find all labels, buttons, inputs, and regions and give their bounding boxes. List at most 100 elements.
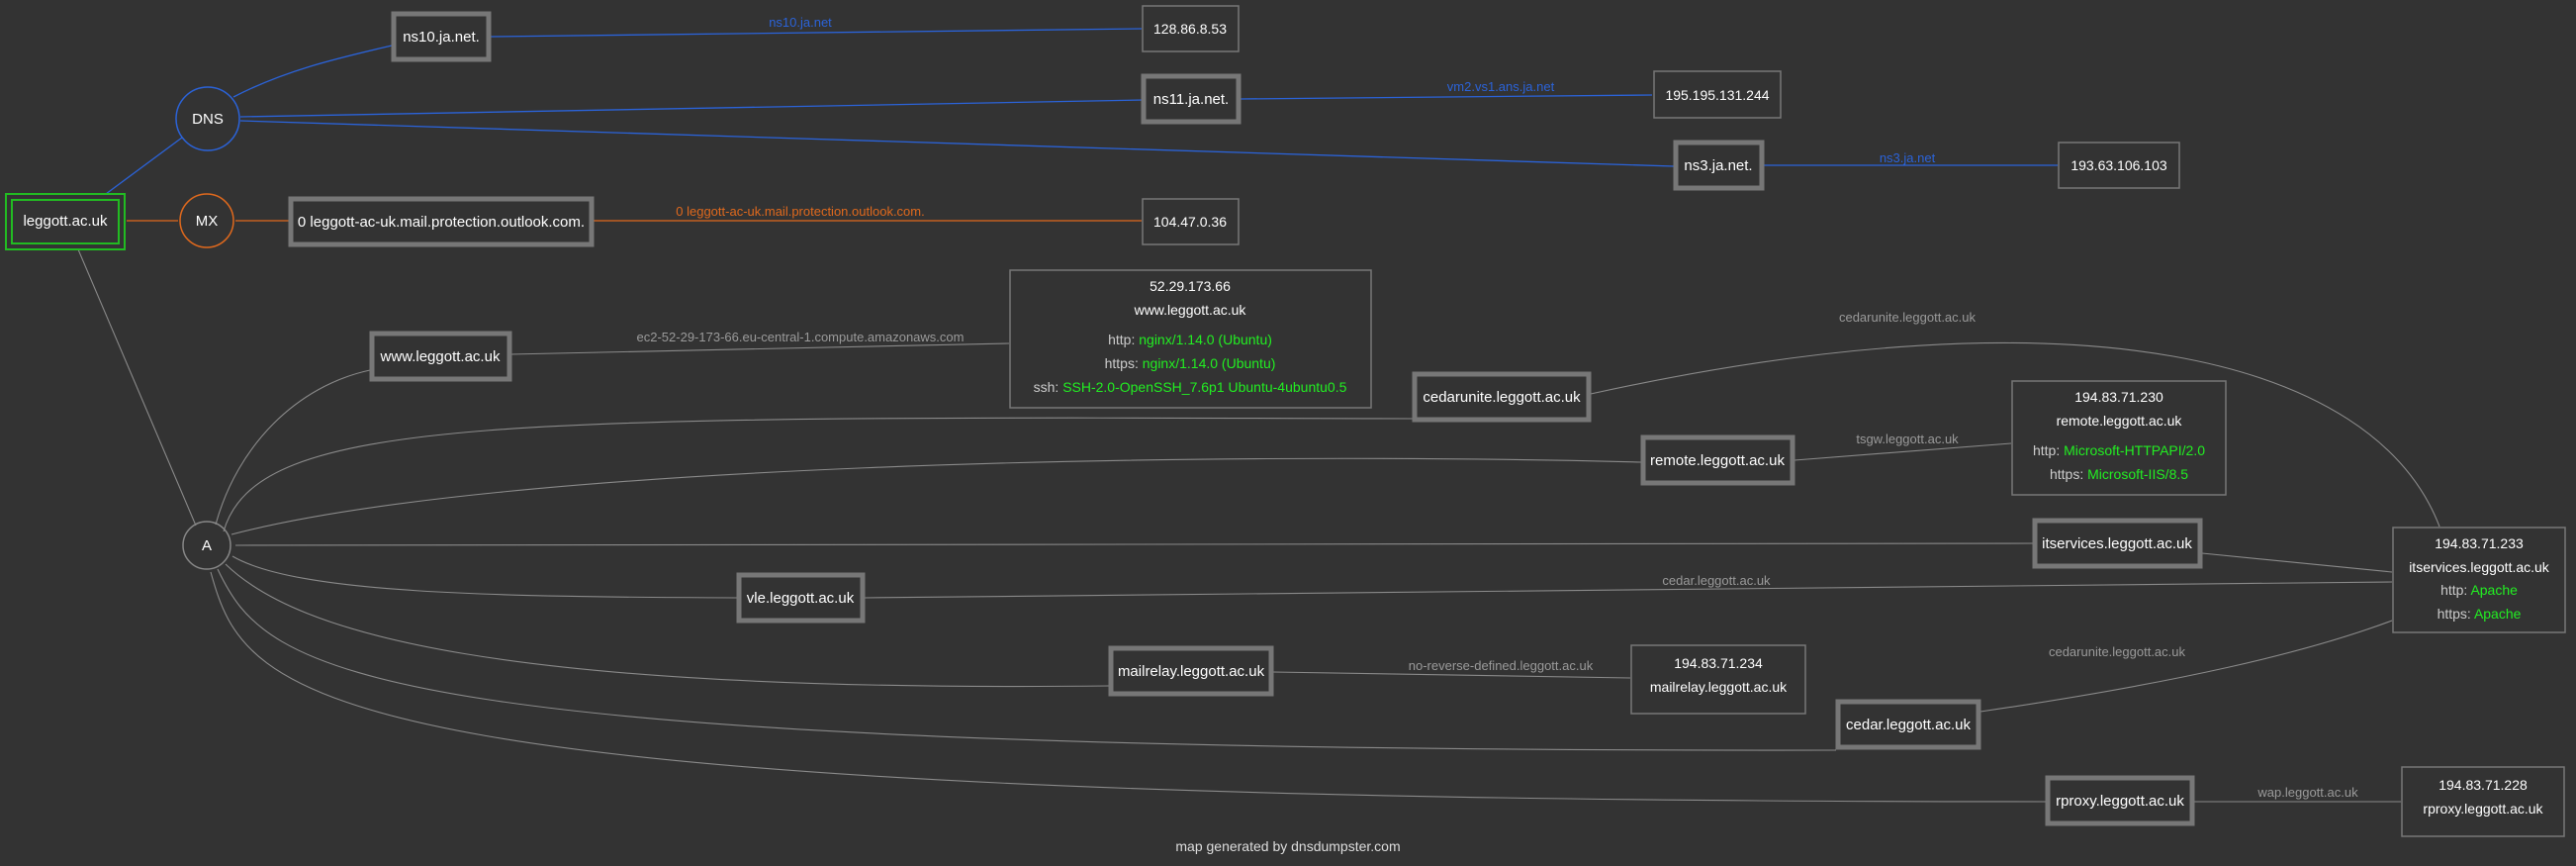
www-ip-box[interactable] [1009, 269, 1372, 409]
hub-dns-circle [175, 86, 240, 151]
edge-dns-ns11 [239, 99, 1146, 118]
mailrelay-ip-address: 194.83.71.234 [1674, 655, 1763, 671]
itservices-banner-http-value: Apache [2470, 582, 2518, 598]
vle-host-label: vle.leggott.ac.uk [747, 590, 855, 607]
mx-host-label: 0 leggott-ac-uk.mail.protection.outlook.… [298, 214, 585, 231]
mailrelay-ip-box[interactable] [1630, 644, 1806, 715]
www-banner-ssh: ssh: SSH-2.0-OpenSSH_7.6p1 Ubuntu-4ubunt… [1034, 379, 1347, 395]
hub-a-label: A [202, 537, 212, 554]
cedarunite-host-box[interactable] [1412, 371, 1592, 423]
remote-ip-box[interactable] [2011, 380, 2227, 496]
www-ip-address: 52.29.173.66 [1150, 278, 1231, 294]
ptr-label-rproxy: wap.leggott.ac.uk [2256, 785, 2358, 800]
mailrelay-ip-host: mailrelay.leggott.ac.uk [1650, 679, 1788, 695]
hub-mx-circle [179, 193, 234, 248]
mx-host-box[interactable] [288, 196, 595, 247]
ns11-box[interactable] [1141, 73, 1242, 125]
ptr-label-cedar: cedarunite.leggott.ac.uk [2049, 644, 2186, 659]
ip-nodes [1009, 5, 2566, 837]
itservices-banner-https: https: Apache [2438, 606, 2522, 622]
ns10-box[interactable] [391, 11, 492, 62]
edge-itservices-ip [2201, 552, 2393, 573]
www-banner-http: http: nginx/1.14.0 (Ubuntu) [1108, 332, 1272, 347]
ns3-box[interactable] [1673, 140, 1765, 191]
edge-a-vle [231, 555, 738, 599]
ns11-ip-label: 195.195.131.244 [1665, 87, 1769, 103]
ptr-label-remote: tsgw.leggott.ac.uk [1856, 432, 1959, 446]
rproxy-host-label: rproxy.leggott.ac.uk [2056, 793, 2184, 810]
itservices-host-box[interactable] [2032, 518, 2203, 569]
ns10-ip-box[interactable] [1142, 5, 1240, 52]
ptr-label-ns11: vm2.vs1.ans.ja.net [1447, 79, 1555, 94]
edge-a-cedarunite [223, 417, 1414, 532]
itservices-banner-https-value: Apache [2474, 606, 2522, 622]
cedar-host-box[interactable] [1835, 699, 1981, 750]
hub-dns[interactable]: DNS [175, 86, 240, 151]
www-banner-ssh-value: SSH-2.0-OpenSSH_7.6p1 Ubuntu-4ubuntu0.5 [1062, 379, 1346, 395]
www-ip-host: www.leggott.ac.uk [1134, 302, 1247, 318]
remote-host-box[interactable] [1640, 434, 1795, 486]
itservices-ip-host: itservices.leggott.ac.uk [2409, 559, 2550, 575]
hub-dns-label: DNS [192, 111, 224, 128]
cedar-host-label: cedar.leggott.ac.uk [1846, 717, 1971, 733]
rproxy-ip-box[interactable] [2401, 766, 2565, 837]
root-node[interactable]: leggott.ac.uk [5, 193, 126, 250]
ptr-label-ns3: ns3.ja.net [1880, 150, 1936, 165]
ns11-ip-box[interactable] [1653, 70, 1782, 119]
edge-mailrelay-ip [1272, 671, 1631, 679]
edge-www-ip [509, 342, 1010, 355]
ns3-label: ns3.ja.net. [1684, 157, 1752, 174]
ptr-label-cedarunite: cedarunite.leggott.ac.uk [1839, 310, 1977, 325]
edge-a-cedar [217, 568, 1837, 751]
mailrelay-host-label: mailrelay.leggott.ac.uk [1118, 663, 1265, 680]
edge-a-remote [230, 457, 1642, 535]
remote-banner-http-value: Microsoft-HTTPAPI/2.0 [2064, 442, 2205, 458]
vle-host-box[interactable] [736, 572, 866, 624]
ptr-label-mailrelay: no-reverse-defined.leggott.ac.uk [1409, 658, 1594, 673]
edge-root-dns [105, 137, 183, 195]
ns3-ip-label: 193.63.106.103 [2070, 157, 2167, 173]
edge-a-mailrelay [225, 563, 1110, 688]
edge-cedarunite-itservices [1590, 342, 2440, 528]
hub-mx[interactable]: MX [179, 193, 234, 248]
edge-a-rproxy [210, 571, 2047, 803]
rproxy-ip-host: rproxy.leggott.ac.uk [2423, 801, 2543, 817]
ptr-label-vle: cedar.leggott.ac.uk [1662, 573, 1771, 588]
mx-ip-label: 104.47.0.36 [1153, 214, 1227, 230]
edge-remote-ip [1794, 442, 2012, 461]
host-nodes [288, 11, 2203, 826]
remote-banner-http: http: Microsoft-HTTPAPI/2.0 [2033, 442, 2205, 458]
remote-banner-https-key: https: [2050, 466, 2083, 482]
www-banner-https-value: nginx/1.14.0 (Ubuntu) [1143, 355, 1276, 371]
dns-edges [105, 28, 2058, 195]
remote-banner-https-value: Microsoft-IIS/8.5 [2087, 466, 2188, 482]
remote-ip-address: 194.83.71.230 [2074, 389, 2163, 405]
ns10-label: ns10.ja.net. [403, 29, 480, 46]
host-labels: ns10.ja.net. ns11.ja.net. ns3.ja.net. 0 … [298, 29, 2192, 810]
rproxy-ip-address: 194.83.71.228 [2438, 777, 2528, 793]
remote-ip-host: remote.leggott.ac.uk [2057, 413, 2183, 429]
root-inner-border [11, 199, 120, 244]
www-banner-http-value: nginx/1.14.0 (Ubuntu) [1139, 332, 1272, 347]
itservices-ip-box[interactable] [2392, 527, 2566, 633]
edge-a-itservices [234, 542, 2034, 546]
rproxy-host-box[interactable] [2045, 775, 2195, 826]
ns10-ip-label: 128.86.8.53 [1153, 21, 1227, 37]
mailrelay-host-box[interactable] [1108, 645, 1274, 697]
ns3-ip-box[interactable] [2058, 142, 2180, 189]
root-outer-border [5, 193, 126, 250]
www-banner-https-key: https: [1105, 355, 1139, 371]
hub-mx-label: MX [196, 213, 219, 230]
edge-root-a [77, 248, 197, 527]
www-host-box[interactable] [369, 331, 512, 382]
a-edges [77, 248, 2440, 803]
www-banner-https: https: nginx/1.14.0 (Ubuntu) [1105, 355, 1276, 371]
itservices-banner-http-key: http: [2440, 582, 2467, 598]
mx-ip-box[interactable] [1142, 198, 1240, 245]
www-banner-http-key: http: [1108, 332, 1135, 347]
edge-a-www [215, 369, 371, 526]
hub-a[interactable]: A [182, 521, 231, 570]
ptr-label-www: ec2-52-29-173-66.eu-central-1.compute.am… [637, 330, 965, 344]
itservices-banner-https-key: https: [2438, 606, 2471, 622]
